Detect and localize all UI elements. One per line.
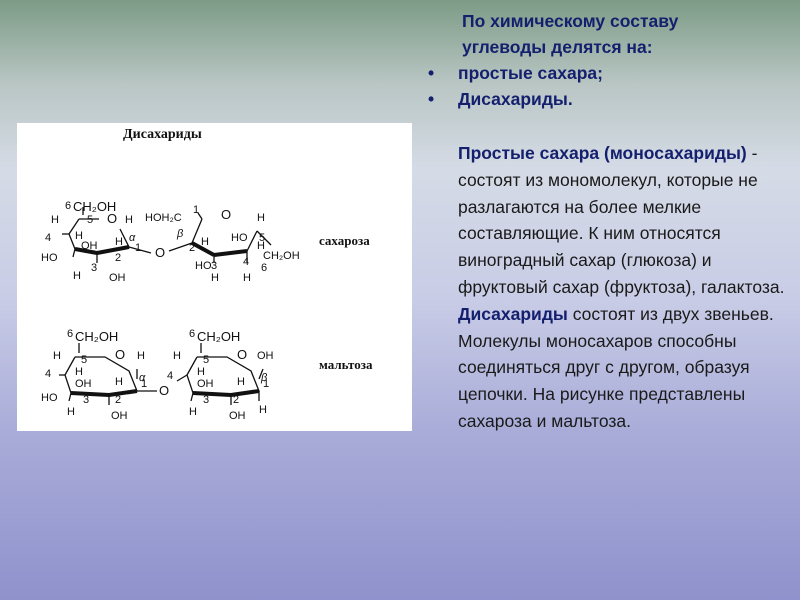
svg-text:O: O bbox=[107, 211, 117, 226]
svg-text:HO: HO bbox=[41, 252, 58, 264]
svg-text:OH: OH bbox=[75, 378, 92, 390]
svg-text:5: 5 bbox=[81, 354, 87, 366]
svg-text:H: H bbox=[67, 406, 75, 418]
svg-text:H: H bbox=[189, 406, 197, 418]
paragraph-text: - состоят из мономолекул, которые не раз… bbox=[458, 143, 785, 297]
svg-text:O: O bbox=[159, 383, 169, 398]
svg-text:3: 3 bbox=[211, 260, 217, 272]
svg-text:3: 3 bbox=[91, 262, 97, 274]
body-text: Простые сахара (моносахариды) - состоят … bbox=[424, 140, 786, 435]
svg-text:H: H bbox=[201, 236, 209, 248]
svg-text:OH: OH bbox=[229, 410, 246, 422]
svg-text:O: O bbox=[221, 207, 231, 222]
svg-text:1: 1 bbox=[263, 378, 269, 390]
svg-text:4: 4 bbox=[167, 370, 173, 382]
svg-text:H: H bbox=[237, 376, 245, 388]
svg-text:HOH₂C: HOH₂C bbox=[145, 212, 182, 224]
heading-block: По химическому составу углеводы делятся … bbox=[424, 8, 784, 112]
svg-text:2: 2 bbox=[115, 252, 121, 264]
svg-text:H: H bbox=[137, 350, 145, 362]
svg-text:H: H bbox=[125, 214, 133, 226]
label-sucrose: сахароза bbox=[319, 233, 370, 248]
svg-text:3: 3 bbox=[83, 394, 89, 406]
svg-text:2: 2 bbox=[115, 394, 121, 406]
heading-line-2: углеводы делятся на: bbox=[462, 37, 653, 57]
svg-text:OH: OH bbox=[257, 350, 274, 362]
bullet-item: • простые сахара; bbox=[424, 60, 784, 86]
svg-text:1: 1 bbox=[193, 204, 199, 216]
svg-text:H: H bbox=[173, 350, 181, 362]
svg-text:β: β bbox=[176, 228, 184, 240]
svg-text:O: O bbox=[237, 347, 247, 362]
svg-text:OH: OH bbox=[197, 378, 214, 390]
bullet-item: • Дисахариды. bbox=[424, 86, 784, 112]
svg-text:O: O bbox=[155, 245, 165, 260]
svg-text:H: H bbox=[211, 272, 219, 284]
svg-text:OH: OH bbox=[111, 410, 128, 422]
bullet-text: простые сахара; bbox=[458, 63, 603, 83]
svg-text:H: H bbox=[75, 366, 83, 378]
svg-text:H: H bbox=[51, 214, 59, 226]
term-disaccharides: Дисахариды bbox=[458, 303, 568, 324]
svg-text:CH₂OH: CH₂OH bbox=[197, 329, 240, 344]
svg-text:OH: OH bbox=[109, 272, 126, 284]
svg-text:5: 5 bbox=[87, 214, 93, 226]
svg-text:1: 1 bbox=[141, 378, 147, 390]
svg-text:HO: HO bbox=[231, 232, 248, 244]
svg-text:H: H bbox=[115, 236, 123, 248]
paragraph-text: состоят из двух звеньев. Молекулы моноса… bbox=[458, 303, 774, 431]
paragraph-monosaccharides: Простые сахара (моносахариды) - состоят … bbox=[424, 140, 786, 301]
svg-text:5: 5 bbox=[259, 232, 265, 244]
svg-text:1: 1 bbox=[135, 242, 141, 254]
svg-text:HO: HO bbox=[195, 260, 212, 272]
svg-text:H: H bbox=[243, 272, 251, 284]
bullet-icon: • bbox=[428, 89, 435, 109]
svg-text:H: H bbox=[115, 376, 123, 388]
svg-text:CH₂OH: CH₂OH bbox=[263, 250, 300, 262]
heading-line-1: По химическому составу bbox=[462, 11, 679, 31]
svg-text:β: β bbox=[260, 372, 268, 384]
svg-text:6: 6 bbox=[65, 200, 71, 212]
bullet-text: Дисахариды. bbox=[458, 89, 573, 109]
label-maltose: мальтоза bbox=[319, 357, 373, 372]
svg-text:H: H bbox=[257, 240, 265, 252]
svg-text:H: H bbox=[259, 404, 267, 416]
svg-text:6: 6 bbox=[261, 262, 267, 274]
svg-text:6: 6 bbox=[67, 328, 73, 340]
figure-title: Дисахариды bbox=[123, 127, 202, 142]
bullet-icon: • bbox=[428, 63, 435, 83]
svg-text:HO: HO bbox=[41, 392, 58, 404]
svg-text:5: 5 bbox=[203, 354, 209, 366]
svg-text:H: H bbox=[197, 366, 205, 378]
svg-text:4: 4 bbox=[45, 368, 51, 380]
term-monosaccharides: Простые сахара (моносахариды) bbox=[458, 143, 747, 163]
svg-text:3: 3 bbox=[203, 394, 209, 406]
svg-text:6: 6 bbox=[189, 328, 195, 340]
svg-text:α: α bbox=[129, 232, 136, 244]
svg-text:2: 2 bbox=[189, 242, 195, 254]
svg-text:4: 4 bbox=[45, 232, 51, 244]
svg-text:H: H bbox=[257, 212, 265, 224]
svg-text:H: H bbox=[53, 350, 61, 362]
svg-text:4: 4 bbox=[243, 256, 249, 268]
paragraph-disaccharides: Дисахариды состоят из двух звеньев. Моле… bbox=[424, 301, 786, 435]
svg-text:H: H bbox=[75, 230, 83, 242]
svg-text:2: 2 bbox=[233, 394, 239, 406]
svg-text:CH₂OH: CH₂OH bbox=[73, 199, 116, 214]
svg-text:α: α bbox=[139, 372, 146, 384]
svg-text:H: H bbox=[73, 270, 81, 282]
svg-text:OH: OH bbox=[81, 240, 98, 252]
svg-text:O: O bbox=[115, 347, 125, 362]
svg-text:CH₂OH: CH₂OH bbox=[75, 329, 118, 344]
